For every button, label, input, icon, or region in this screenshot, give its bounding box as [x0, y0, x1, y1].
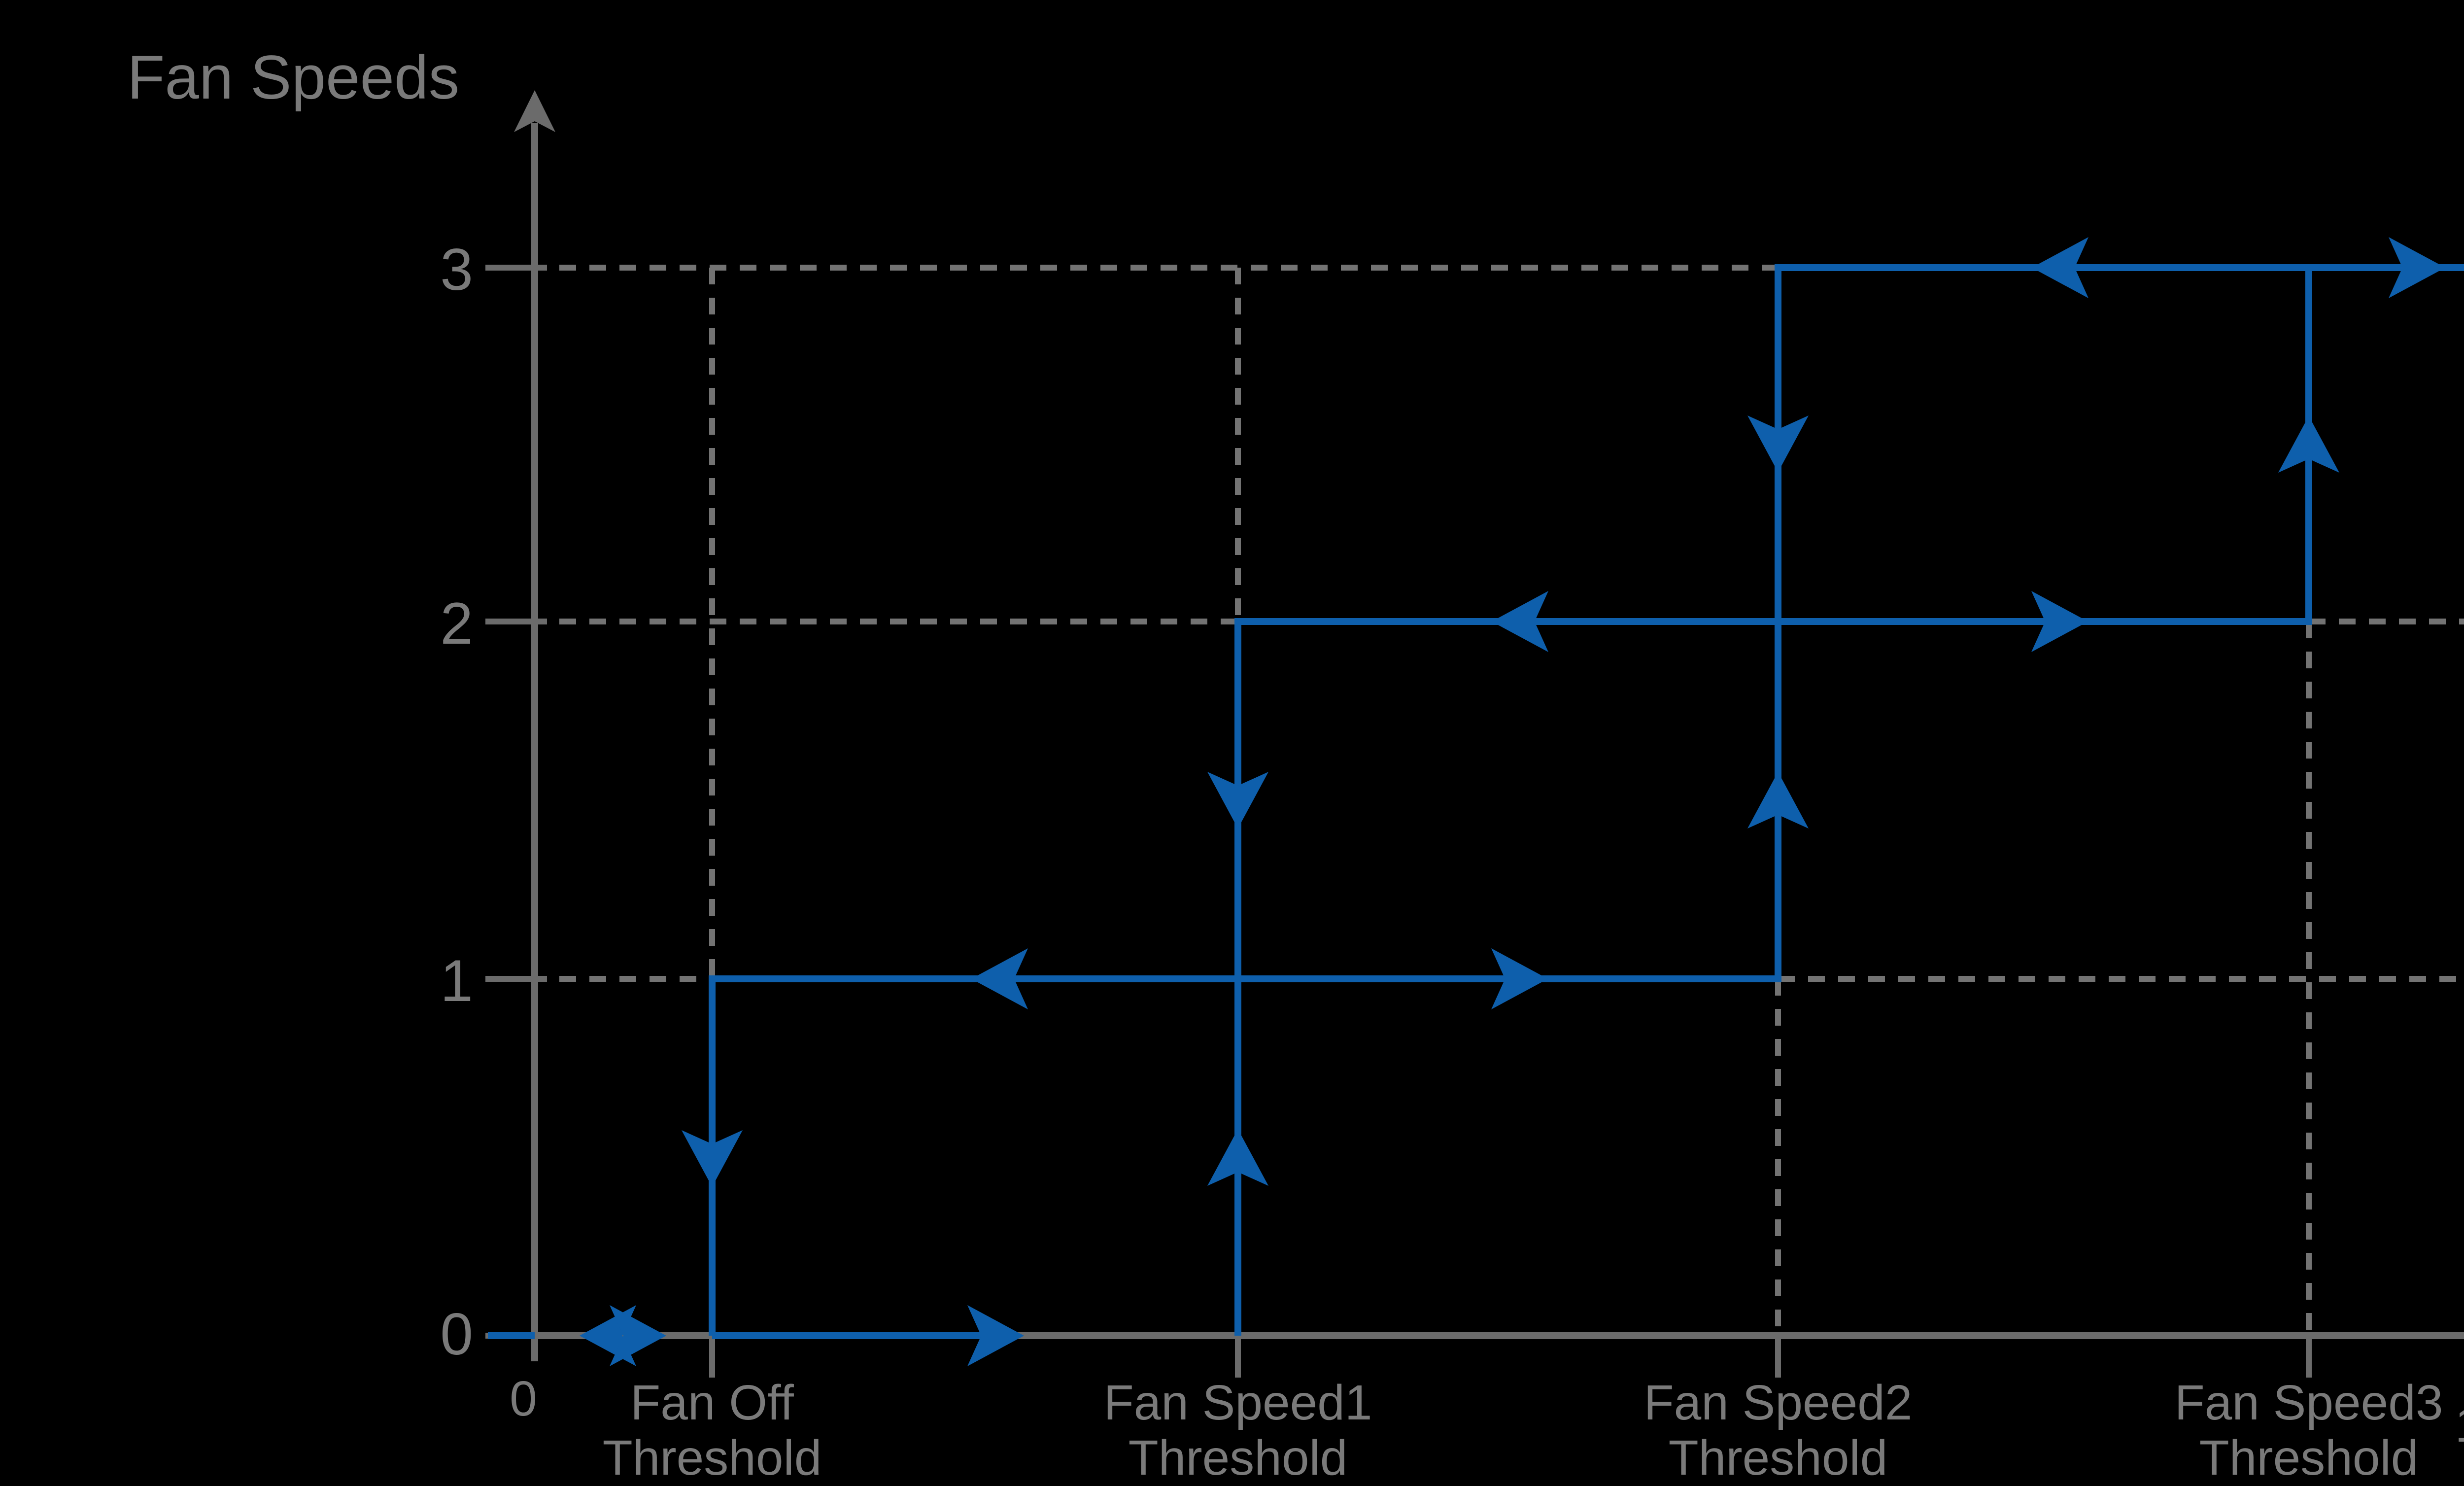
arrow-fan-speed2-down-icon	[1747, 415, 1809, 472]
x-tick-label-origin: 0	[510, 1371, 537, 1426]
y-tick-label-3: 3	[440, 237, 473, 303]
direction-arrows	[580, 237, 2445, 1366]
arrow-speed3-left-icon	[2032, 237, 2088, 298]
x-label-fan-off-line2: Threshold	[603, 1430, 822, 1486]
chart-title: Fan Speeds	[127, 43, 459, 112]
x-tick-label-100: 100	[2455, 1397, 2464, 1452]
x-label-fan-speed2-line1: Fan Speed2	[1644, 1375, 1913, 1430]
arrow-fan-speed2-up-icon	[1747, 772, 1809, 829]
y-tick-label-2: 2	[440, 590, 473, 657]
arrow-speed2-left-icon	[1492, 591, 1548, 652]
y-tick-label-1: 1	[440, 948, 473, 1014]
y-tick-label-0: 0	[440, 1301, 473, 1367]
x-label-fan-speed3-line2: Threshold	[2199, 1430, 2419, 1486]
y-axis-arrow-icon	[514, 90, 555, 132]
arrow-speed0-bidirectional-right-icon	[610, 1305, 666, 1366]
arrow-speed3-right-icon	[2389, 237, 2445, 298]
arrow-speed0-right-icon	[967, 1305, 1024, 1366]
labels: Fan Speeds 3 2 1 0 0 Fan Off Threshold F…	[127, 43, 2464, 1486]
x-label-fan-speed1-line1: Fan Speed1	[1104, 1375, 1372, 1430]
x-label-fan-speed3-line1: Fan Speed3	[2175, 1375, 2443, 1430]
x-label-fan-speed1-line2: Threshold	[1129, 1430, 1348, 1486]
arrow-speed2-right-icon	[2031, 591, 2088, 652]
x-label-fan-speed2-line2: Threshold	[1669, 1430, 1888, 1486]
x-label-fan-off-line1: Fan Off	[630, 1375, 794, 1430]
arrow-fan-speed1-down-icon	[1207, 772, 1268, 829]
grid-lines	[559, 265, 2464, 1336]
arrow-speed1-left-icon	[971, 948, 1028, 1009]
arrow-fan-speed3-up-icon	[2278, 416, 2339, 473]
arrow-fan-speed1-up-icon	[1207, 1129, 1268, 1186]
arrow-fan-off-down-icon	[682, 1130, 743, 1187]
arrow-speed1-right-icon	[1491, 948, 1548, 1009]
